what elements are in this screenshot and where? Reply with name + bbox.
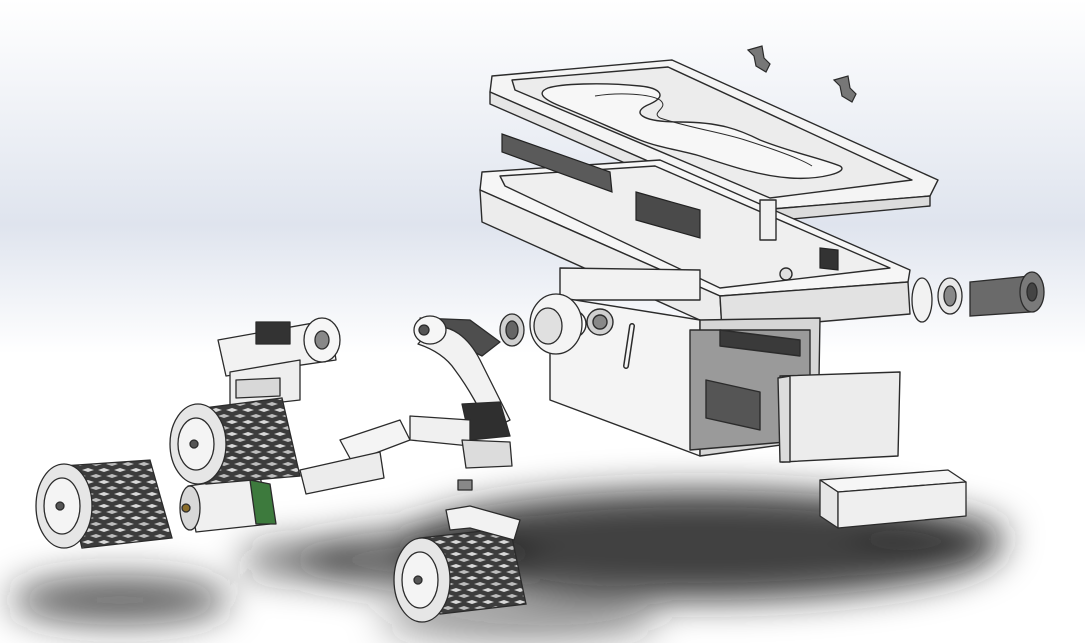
- rocker-arm: [299, 293, 583, 495]
- chassis-lid: [489, 59, 939, 223]
- motor: [179, 475, 277, 533]
- battery-pack: [819, 469, 967, 529]
- electronics-box: [549, 267, 901, 463]
- servo-bracket: [501, 133, 839, 271]
- axle-bushing: [911, 271, 1045, 323]
- wheel: [169, 397, 301, 485]
- wheel-bracket: [445, 505, 521, 541]
- clip: [746, 45, 857, 103]
- wheel: [35, 459, 173, 549]
- wheel: [393, 527, 527, 623]
- bogie-arm: [217, 317, 341, 409]
